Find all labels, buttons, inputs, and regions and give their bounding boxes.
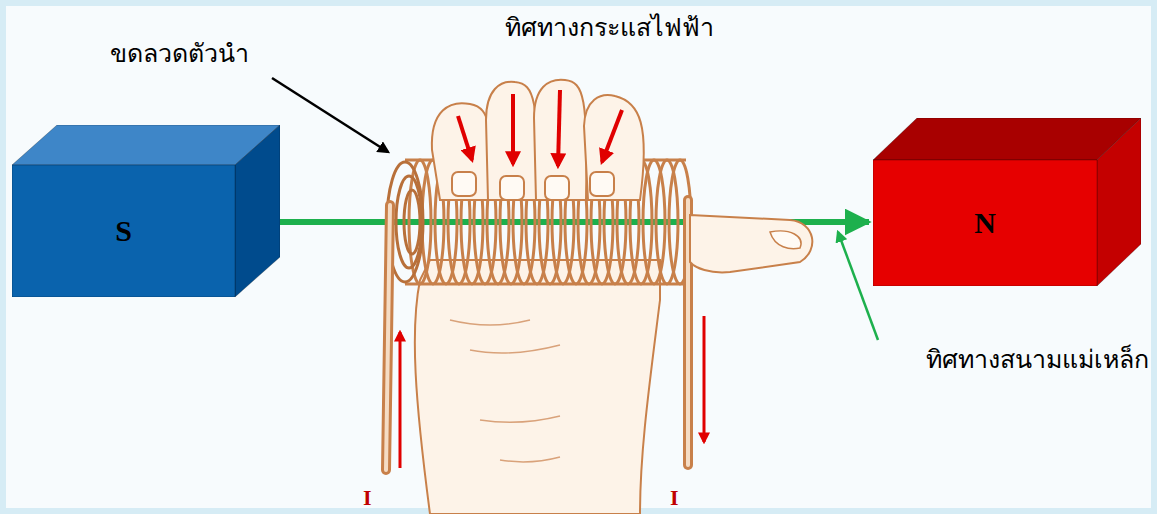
hand-thumb <box>690 215 812 272</box>
box-front-face: S <box>12 165 235 297</box>
pole-letter: S <box>115 214 132 248</box>
box-3d-shape <box>12 125 280 297</box>
box-front-face: N <box>873 160 1097 286</box>
hand-fingers <box>432 80 644 200</box>
coil-label: ขดลวดตัวนำ <box>110 38 249 70</box>
pole-letter: N <box>974 206 996 240</box>
hand-palm <box>415 260 660 514</box>
wire-lead-left-core <box>386 205 390 470</box>
coil-leader <box>272 78 388 152</box>
current-symbol: I <box>670 486 679 510</box>
thumb-nail <box>770 231 801 249</box>
field-leader <box>838 232 878 340</box>
magnet-south-block: S <box>12 125 280 297</box>
fingernails <box>452 172 614 200</box>
field-direction-label: ทิศทางสนามแม่เหล็ก <box>926 344 1149 376</box>
current-symbol: I <box>363 486 372 510</box>
magnet-north-block: N <box>873 118 1141 286</box>
finger-current-arrows <box>458 90 622 166</box>
current-arrow-up <box>399 332 402 468</box>
wire-lead-left <box>386 205 390 470</box>
current-direction-label: ทิศทางกระแสไฟฟ้า <box>505 12 714 44</box>
current-arrow-down <box>703 316 706 442</box>
box-3d-shape <box>873 118 1141 286</box>
